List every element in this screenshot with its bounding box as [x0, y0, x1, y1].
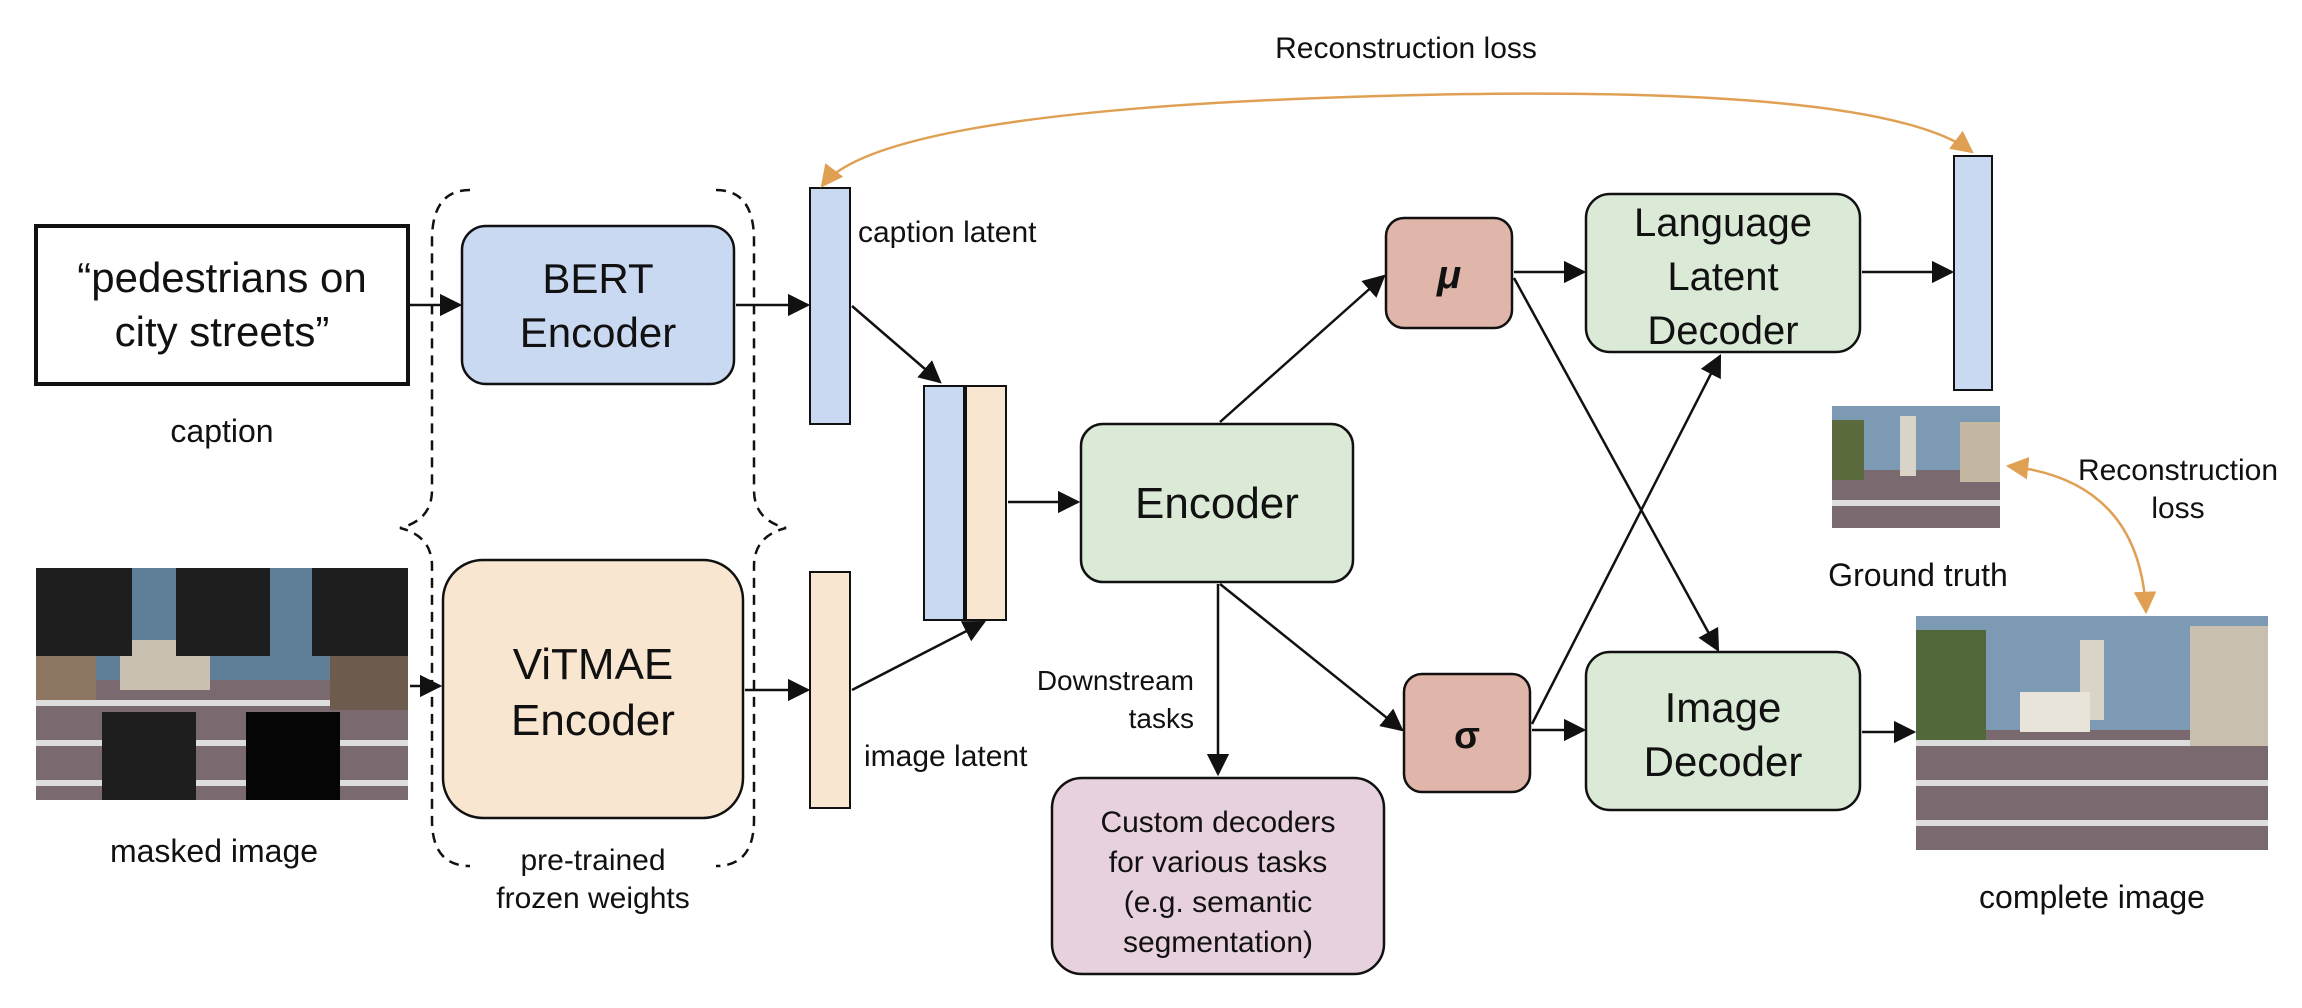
arrow-image-latent-to-concat	[851, 620, 987, 692]
image-decoder-block: Image Decoder	[1584, 650, 1862, 812]
encoder-label: Encoder	[1135, 479, 1299, 528]
caption-text-line-2: city streets”	[115, 308, 330, 355]
bert-encoder-block: BERT Encoder	[460, 224, 736, 386]
language-decoder-label-2: Latent	[1667, 255, 1778, 299]
bert-encoder-label-2: Encoder	[520, 309, 676, 356]
vitmae-encoder-label-1: ViTMAE	[513, 640, 674, 689]
reconstruction-loss-arrow-top	[820, 92, 1974, 188]
custom-decoders-label-2: for various tasks	[1109, 846, 1327, 879]
arrow-encoder-to-sigma	[1219, 583, 1404, 732]
reconstruction-loss-right-label-2: loss	[2151, 492, 2204, 525]
complete-image-label: complete image	[1979, 879, 2205, 915]
image-latent-label: image latent	[864, 740, 1028, 773]
encoder-block: Encoder	[1079, 422, 1355, 584]
frozen-weights-label-2: frozen weights	[496, 882, 689, 915]
image-decoder-label-1: Image	[1665, 684, 1782, 731]
caption-text-line-1: “pedestrians on	[77, 254, 367, 301]
caption-label: caption	[170, 413, 273, 449]
downstream-label-2: tasks	[1129, 703, 1194, 734]
frozen-weights-bracket	[399, 188, 787, 868]
arrow-caption-latent-to-concat	[851, 305, 942, 384]
caption-latent-bar	[809, 187, 851, 425]
mu-block: μ	[1384, 216, 1514, 330]
output-caption-latent-bar	[1953, 155, 1993, 391]
masked-image-label: masked image	[110, 833, 318, 869]
language-decoder-label-1: Language	[1634, 201, 1812, 245]
caption-latent-label: caption latent	[858, 216, 1037, 249]
arrow-encoder-to-mu	[1219, 274, 1386, 423]
downstream-label-1: Downstream	[1037, 665, 1194, 696]
complete-image	[1916, 616, 2268, 850]
reconstruction-loss-top-label: Reconstruction loss	[1275, 32, 1537, 65]
image-decoder-label-2: Decoder	[1644, 738, 1803, 785]
ground-truth-image	[1832, 406, 2000, 528]
language-latent-decoder-block: Language Latent Decoder	[1584, 192, 1862, 354]
language-decoder-label-3: Decoder	[1647, 309, 1798, 353]
concatenated-latent	[923, 385, 1007, 621]
custom-decoders-block: Custom decoders for various tasks (e.g. …	[1050, 776, 1386, 976]
reconstruction-loss-arrow-right	[2005, 456, 2157, 615]
sigma-symbol: σ	[1454, 715, 1480, 757]
bert-encoder-label-1: BERT	[542, 255, 653, 302]
arrow-sigma-to-language-decoder	[1530, 353, 1722, 725]
reconstruction-loss-right-label-1: Reconstruction	[2078, 454, 2278, 487]
vitmae-encoder-label-2: Encoder	[511, 696, 675, 745]
caption-text-box: “pedestrians on city streets”	[34, 224, 410, 386]
custom-decoders-label-3: (e.g. semantic	[1124, 886, 1312, 919]
sigma-block: σ	[1402, 672, 1532, 794]
frozen-weights-label-1: pre-trained	[520, 844, 665, 877]
mu-symbol: μ	[1436, 253, 1461, 297]
arrow-mu-to-image-decoder	[1512, 277, 1720, 652]
ground-truth-label: Ground truth	[1828, 557, 2008, 593]
image-latent-bar	[809, 571, 851, 809]
masked-image	[36, 568, 408, 800]
custom-decoders-label-1: Custom decoders	[1100, 806, 1335, 839]
custom-decoders-label-4: segmentation)	[1123, 926, 1313, 959]
vitmae-encoder-block: ViTMAE Encoder	[441, 558, 745, 820]
